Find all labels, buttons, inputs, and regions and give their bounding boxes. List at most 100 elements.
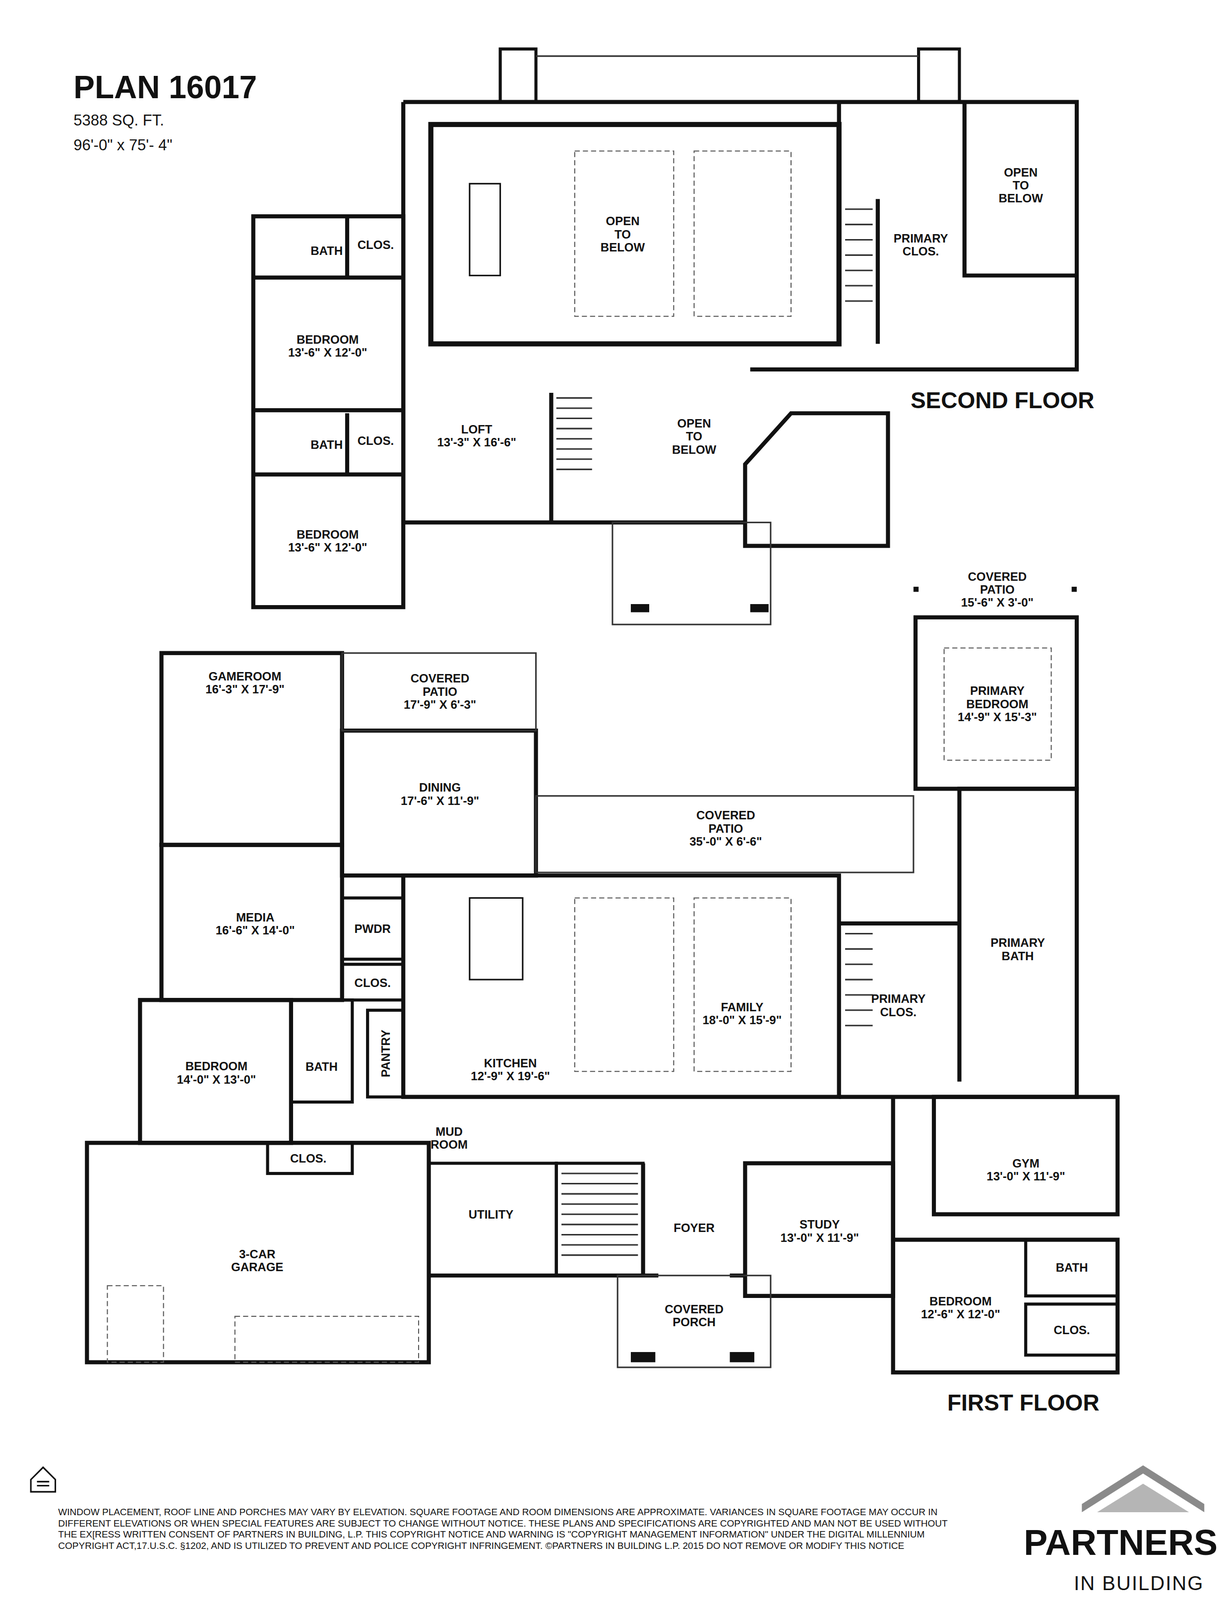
- room-name: COVERED PATIO: [410, 672, 470, 699]
- room-name: LOFT: [461, 422, 493, 436]
- room-dimensions: 35'-0" X 6'-6": [689, 835, 762, 849]
- room-name: BEDROOM: [296, 332, 359, 346]
- room-label: BATH: [310, 244, 343, 258]
- company-name: PARTNERS: [1023, 1523, 1218, 1563]
- room-label: PRIMARY CLOS.: [871, 992, 926, 1019]
- room-name: COVERED PATIO: [696, 809, 756, 836]
- room-label: OPEN TO BELOW: [672, 417, 717, 457]
- room-name: PRIMARY CLOS.: [893, 232, 948, 259]
- room-label: STUDY13'-0" X 11'-9": [780, 1218, 860, 1245]
- room-label: KITCHEN12'-9" X 19'-6": [470, 1056, 551, 1084]
- room-name: DINING: [419, 781, 461, 795]
- room-dimensions: 13'-3" X 16'-6": [436, 435, 517, 449]
- room-label: BATH: [305, 1060, 338, 1074]
- room-name: PRIMARY BATH: [990, 936, 1045, 963]
- room-name: OPEN TO BELOW: [600, 215, 645, 255]
- room-label: BEDROOM13'-6" X 12'-0": [288, 332, 368, 360]
- room-dimensions: 17'-6" X 11'-9": [400, 794, 480, 807]
- room-label: LOFT13'-3" X 16'-6": [436, 422, 517, 449]
- room-label: BEDROOM14'-0" X 13'-0": [177, 1059, 257, 1087]
- room-label: DINING17'-6" X 11'-9": [400, 781, 480, 808]
- room-name: GAMEROOM: [208, 670, 282, 683]
- room-name: CLOS.: [357, 434, 394, 448]
- room-name: BATH: [310, 438, 343, 452]
- room-label: CLOS.: [357, 434, 394, 448]
- room-dimensions: 18'-0" X 15'-9": [702, 1013, 783, 1027]
- room-name: BEDROOM: [929, 1294, 992, 1308]
- room-name: OPEN TO BELOW: [672, 417, 717, 457]
- room-name: FOYER: [673, 1221, 715, 1235]
- room-label: PRIMARY BATH: [990, 936, 1045, 963]
- room-name: CLOS.: [357, 238, 394, 252]
- room-label: COVERED PATIO35'-0" X 6'-6": [689, 809, 762, 849]
- room-name: 3-CAR GARAGE: [231, 1247, 284, 1274]
- room-label: CLOS.: [357, 238, 394, 252]
- room-dimensions: 12'-6" X 12'-0": [921, 1307, 1001, 1321]
- room-label: PRIMARY BEDROOM14'-9" X 15'-3": [957, 684, 1038, 725]
- room-label: MUD ROOM: [430, 1124, 468, 1152]
- room-label: CLOS.: [290, 1152, 327, 1166]
- room-name: UTILITY: [468, 1208, 514, 1222]
- room-label: BATH: [1055, 1261, 1089, 1275]
- room-name: PRIMARY CLOS.: [871, 992, 926, 1019]
- room-dimensions: 12'-9" X 19'-6": [470, 1069, 551, 1083]
- room-name: CLOS.: [1053, 1323, 1090, 1337]
- room-dimensions: 14'-0" X 13'-0": [177, 1072, 257, 1086]
- room-name: MEDIA: [236, 910, 275, 924]
- company-subname: IN BUILDING: [1073, 1572, 1204, 1595]
- room-dimensions: 14'-9" X 15'-3": [957, 710, 1038, 724]
- room-label: GYM13'-0" X 11'-9": [986, 1156, 1065, 1183]
- room-name: BEDROOM: [296, 527, 359, 541]
- room-name: PRIMARY BEDROOM: [966, 684, 1029, 712]
- room-label: OPEN TO BELOW: [600, 215, 645, 255]
- floor-name: SECOND FLOOR: [910, 387, 1095, 414]
- room-label: COVERED PATIO15'-6" X 3'-0": [961, 570, 1034, 610]
- room-name: CLOS.: [290, 1152, 327, 1166]
- room-name: BATH: [305, 1060, 338, 1074]
- room-label: PWDR: [354, 922, 391, 936]
- room-name: BEDROOM: [185, 1059, 248, 1073]
- room-name: COVERED PORCH: [664, 1302, 724, 1330]
- room-dimensions: 17'-9" X 6'-3": [403, 698, 477, 712]
- room-name: BATH: [310, 244, 343, 258]
- room-dimensions: 16'-6" X 14'-0": [215, 923, 296, 937]
- room-name: COVERED PATIO: [968, 570, 1028, 597]
- room-label: MEDIA16'-6" X 14'-0": [215, 910, 296, 937]
- room-name: PWDR: [354, 922, 391, 936]
- room-label: UTILITY: [468, 1208, 514, 1222]
- room-name: CLOS.: [354, 976, 391, 990]
- room-dimensions: 15'-6" X 3'-0": [961, 596, 1034, 610]
- disclaimer-note: WINDOW PLACEMENT, ROOF LINE AND PORCHES …: [58, 1506, 967, 1552]
- room-label: CLOS.: [1053, 1323, 1090, 1337]
- room-name: FAMILY: [720, 1000, 764, 1014]
- room-dimensions: 13'-0" X 11'-9": [780, 1230, 860, 1244]
- square-footage: 5388 SQ. FT.: [73, 112, 165, 129]
- room-dimensions: 13'-6" X 12'-0": [288, 541, 368, 554]
- plan-dimensions: 96'-0" x 75'- 4": [73, 136, 173, 154]
- room-label: OPEN TO BELOW: [998, 166, 1044, 206]
- room-label: GAMEROOM16'-3" X 17'-9": [205, 670, 285, 697]
- room-label: FOYER: [673, 1221, 715, 1235]
- room-label: BATH: [310, 438, 343, 452]
- room-name: BATH: [1055, 1261, 1089, 1275]
- room-label: PRIMARY CLOS.: [893, 232, 948, 259]
- room-label: CLOS.: [354, 976, 391, 990]
- room-name: PANTRY: [379, 1029, 393, 1078]
- room-name: MUD ROOM: [430, 1124, 468, 1152]
- room-dimensions: 13'-0" X 11'-9": [986, 1169, 1065, 1183]
- room-name: STUDY: [799, 1218, 840, 1231]
- room-label: 3-CAR GARAGE: [231, 1247, 284, 1274]
- room-label: COVERED PATIO17'-9" X 6'-3": [403, 672, 477, 712]
- plan-title: PLAN 16017: [73, 71, 257, 104]
- room-label: PANTRY: [379, 1029, 393, 1078]
- room-name: OPEN TO BELOW: [998, 166, 1044, 206]
- room-name: KITCHEN: [484, 1056, 538, 1070]
- room-dimensions: 13'-6" X 12'-0": [288, 346, 368, 360]
- room-label: COVERED PORCH: [664, 1302, 724, 1330]
- floor-name: FIRST FLOOR: [947, 1390, 1100, 1416]
- room-label: BEDROOM12'-6" X 12'-0": [921, 1294, 1001, 1321]
- room-label: BEDROOM13'-6" X 12'-0": [288, 527, 368, 554]
- room-dimensions: 16'-3" X 17'-9": [205, 682, 285, 696]
